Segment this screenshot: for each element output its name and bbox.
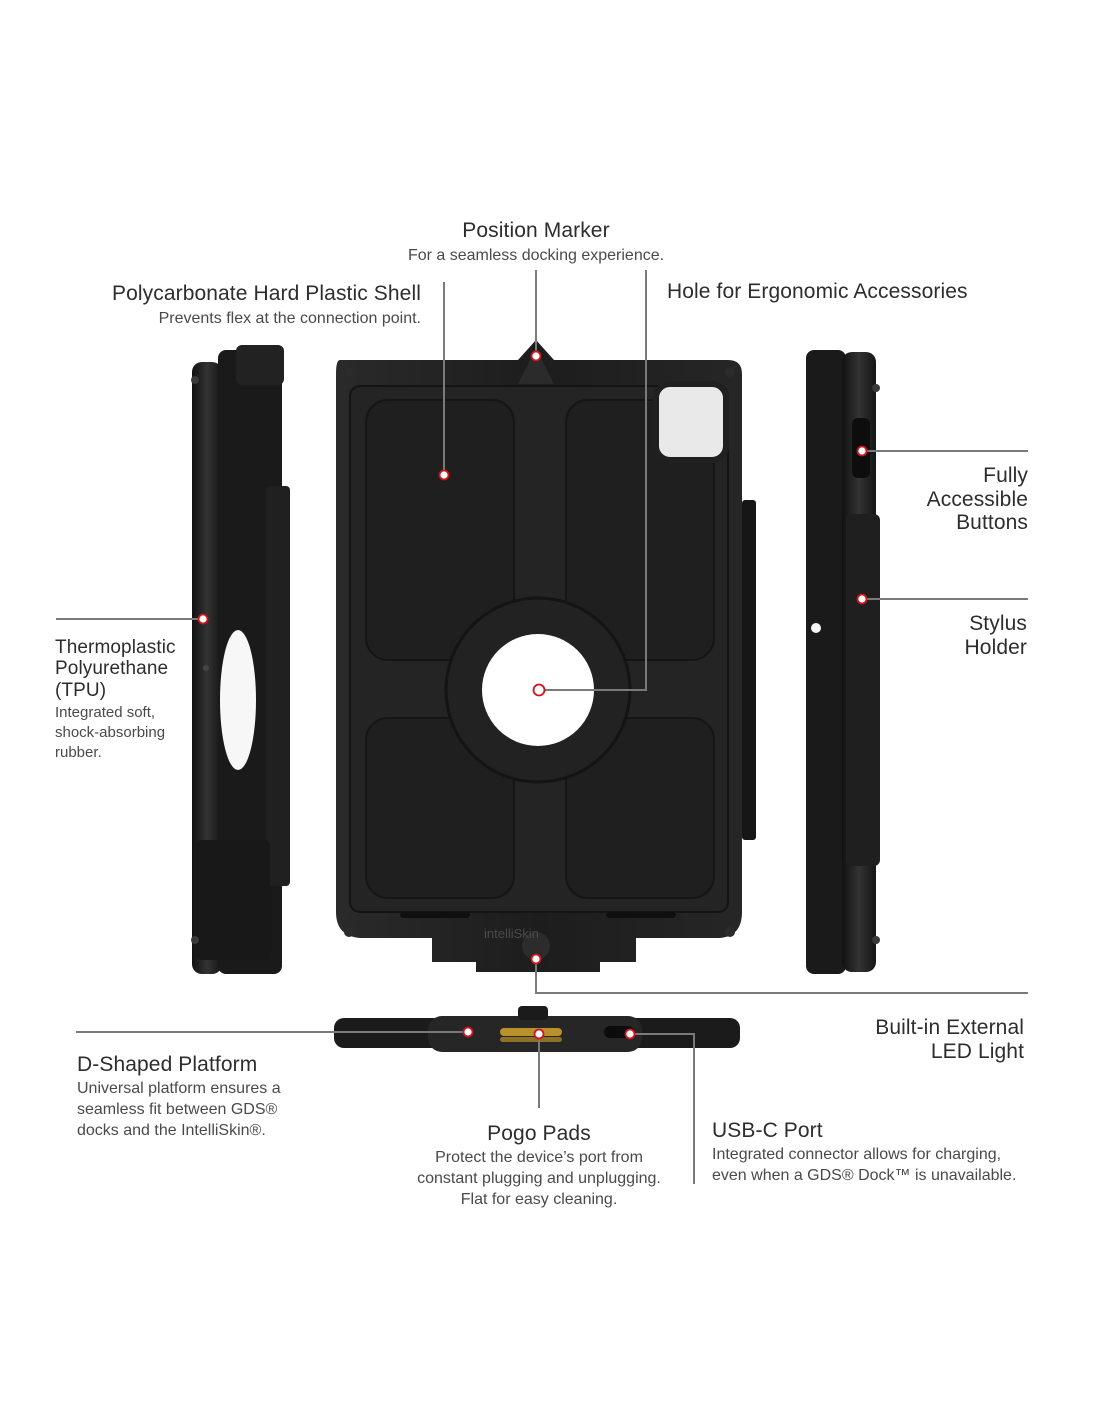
stylus-title-line-1: Stylus [969, 612, 1027, 635]
callout-pogo-pads: Pogo Pads Protect the device’s port from… [389, 1122, 689, 1210]
usb-c-desc-line-1: Integrated connector allows for charging… [712, 1145, 1002, 1163]
marker-pogo-pads [533, 1028, 545, 1040]
ergonomic-hole-title: Hole for Ergonomic Accessories [667, 280, 968, 303]
marker-buttons [856, 445, 868, 457]
marker-led-light [530, 953, 542, 965]
buttons-title-line-2: Accessible [926, 487, 1028, 511]
d-platform-desc-line-3: docks and the IntelliSkin®. [77, 1122, 266, 1140]
tpu-desc-line-2: shock-absorbing [55, 723, 166, 741]
tpu-title-line-1: Thermoplastic [55, 637, 176, 658]
pogo-pins [500, 1028, 562, 1042]
pogo-desc-line-2: constant plugging and unplugging. [417, 1169, 661, 1187]
led-title-line-2: LED Light [930, 1039, 1024, 1063]
callout-tpu: Thermoplastic Polyurethane (TPU) Integra… [55, 637, 215, 763]
buttons-title-line-1: Fully [983, 464, 1028, 487]
usb-c-title: USB-C Port [712, 1119, 823, 1142]
marker-tpu [197, 613, 209, 625]
pogo-desc-line-1: Protect the device’s port from [435, 1148, 643, 1166]
tpu-desc-line-1: Integrated soft, [55, 703, 156, 721]
callout-led-light: Built-in External LED Light [804, 1016, 1024, 1063]
marker-d-shaped-platform [462, 1026, 474, 1038]
case-logo: intelliSkin [484, 926, 539, 941]
pogo-pads-title: Pogo Pads [487, 1122, 591, 1145]
leader-ergonomic-hole [540, 270, 647, 691]
leader-led-light [535, 959, 1028, 994]
leader-usb-c [630, 1033, 695, 1184]
leader-lines [56, 270, 1028, 1184]
callout-fully-accessible-buttons: Fully Accessible Buttons [880, 464, 1028, 535]
led-title-line-1: Built-in External [875, 1016, 1024, 1039]
callout-position-marker: Position Marker For a seamless docking e… [386, 219, 686, 266]
marker-usb-c [624, 1028, 636, 1040]
polycarbonate-shell-title: Polycarbonate Hard Plastic Shell [111, 282, 421, 305]
stylus-title-line-2: Holder [964, 635, 1027, 659]
usb-c-desc-line-2: even when a GDS® Dock™ is unavailable. [712, 1166, 1017, 1184]
tpu-title-line-3: (TPU) [55, 679, 107, 701]
callout-d-shaped-platform: D-Shaped Platform Universal platform ens… [77, 1053, 337, 1141]
marker-stylus-holder [856, 593, 868, 605]
marker-dots [197, 350, 868, 1040]
tpu-title-line-2: Polyurethane [55, 658, 169, 680]
callout-stylus-holder: Stylus Holder [900, 612, 1027, 659]
callout-ergonomic-hole: Hole for Ergonomic Accessories [667, 280, 1047, 304]
position-marker-desc: For a seamless docking experience. [407, 246, 665, 264]
marker-polycarbonate-shell [438, 469, 450, 481]
right-side-view [806, 350, 880, 974]
left-side-view [191, 345, 290, 974]
callout-polycarbonate-shell: Polycarbonate Hard Plastic Shell Prevent… [40, 282, 421, 329]
buttons-title-line-3: Buttons [956, 511, 1028, 535]
d-platform-desc-line-1: Universal platform ensures a [77, 1079, 281, 1097]
main-case-back-view: intelliSkin [336, 340, 756, 972]
d-platform-title: D-Shaped Platform [77, 1053, 258, 1076]
pogo-desc-line-3: Flat for easy cleaning. [460, 1191, 618, 1209]
polycarbonate-shell-desc: Prevents flex at the connection point. [158, 309, 421, 327]
marker-ergonomic-hole [532, 683, 546, 697]
d-platform-desc-line-2: seamless fit between GDS® [77, 1100, 278, 1118]
marker-position-marker [530, 350, 542, 362]
tpu-desc-line-3: rubber. [55, 743, 102, 761]
callout-usb-c-port: USB-C Port Integrated connector allows f… [712, 1119, 1052, 1186]
position-marker-title: Position Marker [462, 219, 610, 242]
